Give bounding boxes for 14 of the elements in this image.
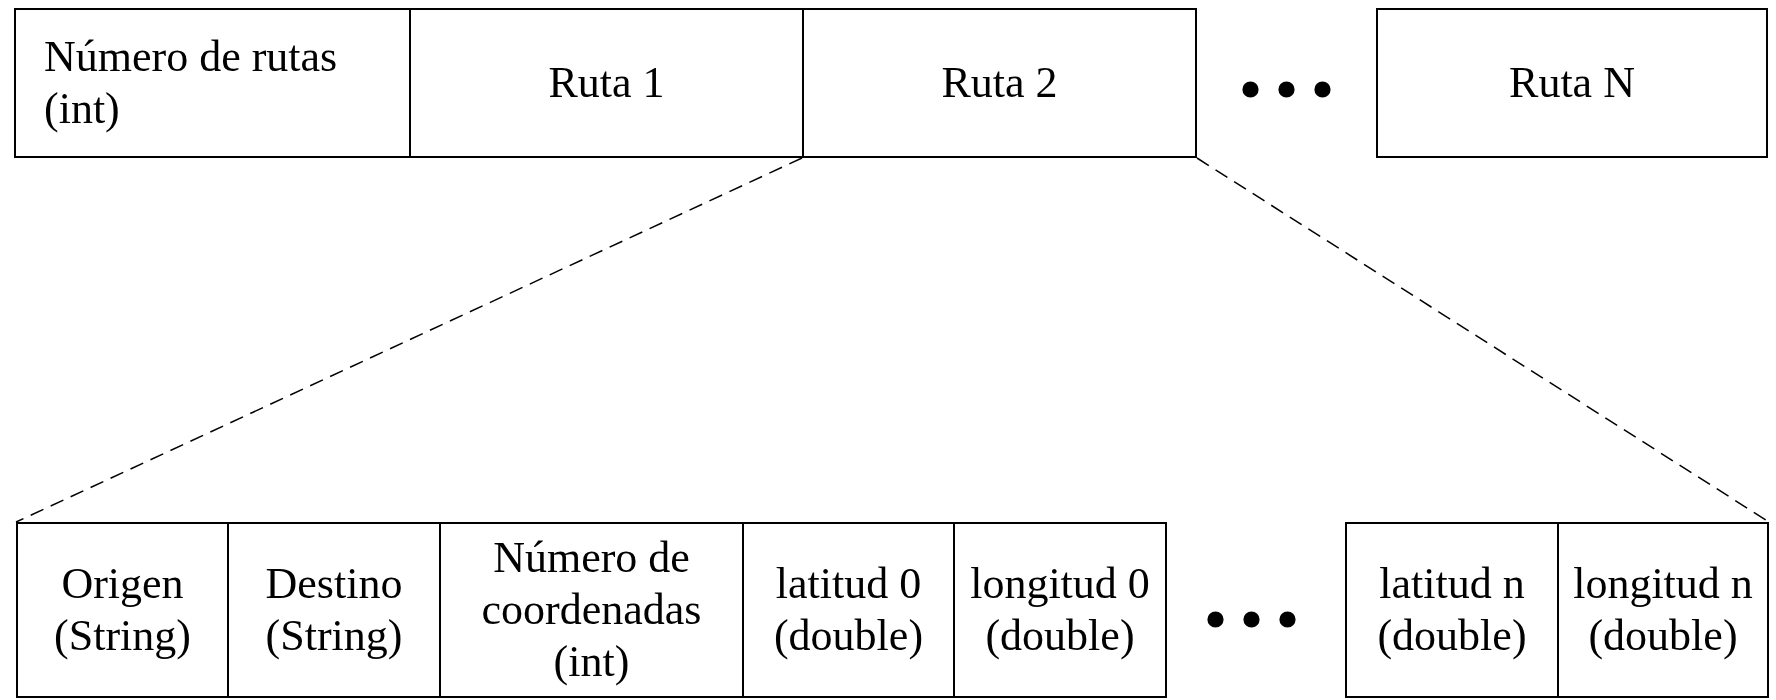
ellipsis-dots: • • • (1205, 585, 1299, 654)
route-cell: Ruta N (1376, 8, 1768, 158)
field-cell: Destino (String) (227, 522, 441, 698)
field-cell: Número de rutas (int) (14, 8, 411, 158)
field-cell: latitud 0 (double) (742, 522, 955, 698)
expansion-line (15, 157, 803, 523)
field-cell: Número de coordenadas (int) (439, 522, 744, 698)
field-cell: longitud 0 (double) (953, 522, 1167, 698)
ellipsis-dots: • • • (1240, 55, 1334, 124)
field-cell: Origen (String) (16, 522, 229, 698)
field-cell: longitud n (double) (1557, 522, 1769, 698)
route-cell: Ruta 2 (802, 8, 1197, 158)
field-cell: latitud n (double) (1345, 522, 1559, 698)
route-cell: Ruta 1 (409, 8, 804, 158)
